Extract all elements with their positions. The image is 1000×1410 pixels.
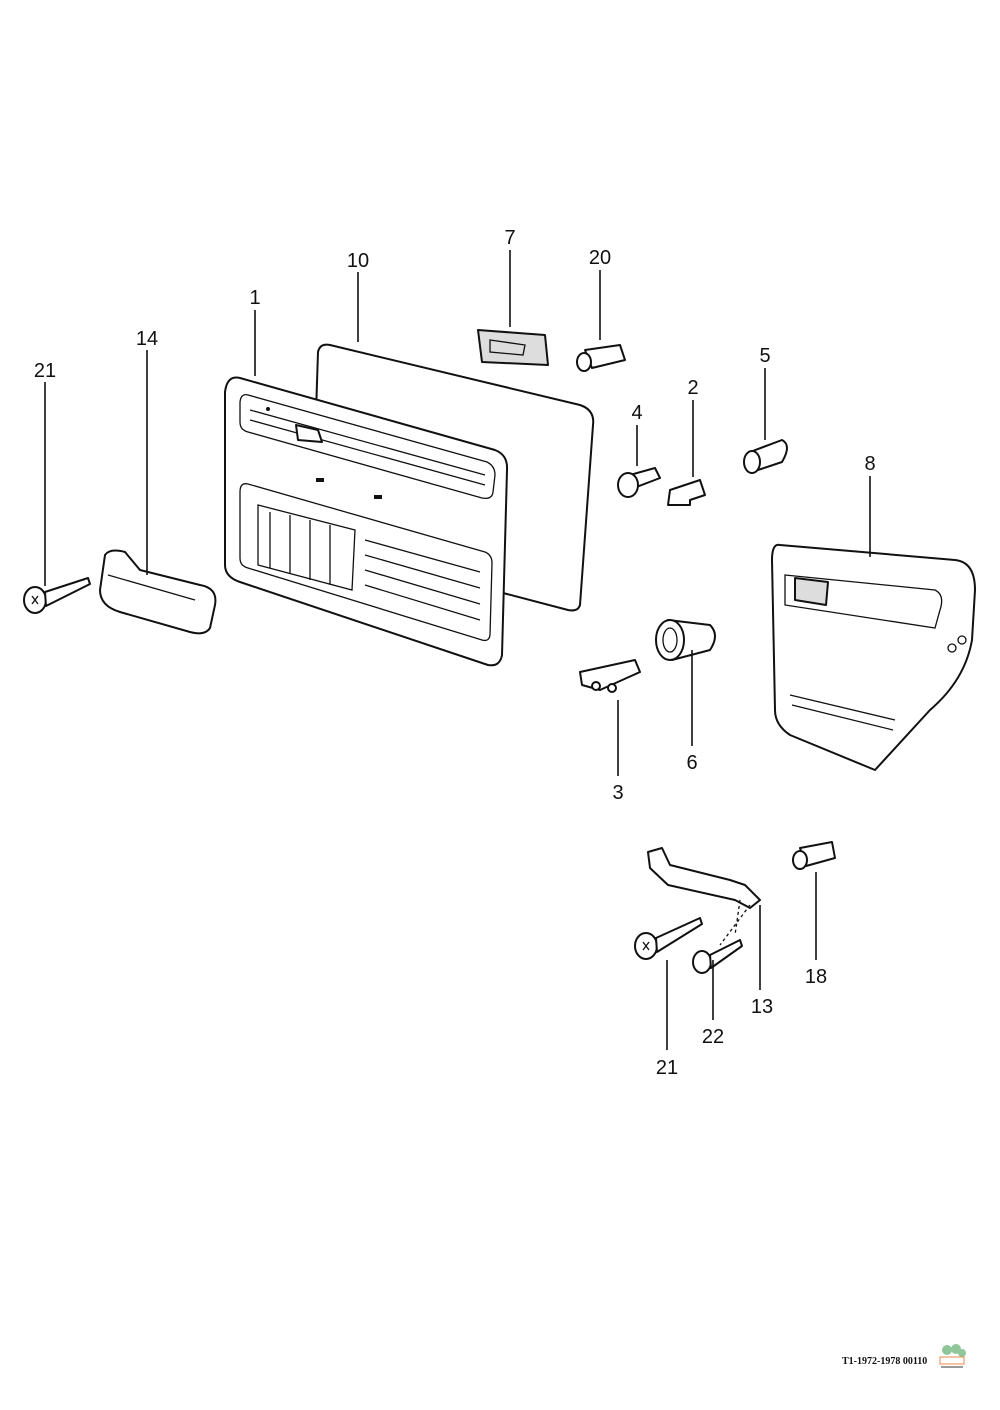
leader-lines [44,250,871,1050]
callout-18: 18 [805,966,827,988]
callout-4: 4 [631,402,642,424]
callout-21-lower: 21 [656,1057,678,1079]
callout-5: 5 [759,345,770,367]
part-21-screw [23,577,91,614]
part-21-screw-lower [634,917,703,960]
part-3-lock-linkage [579,659,641,693]
callout-13: 13 [751,996,773,1018]
part-1-door-panel [224,376,509,667]
part-22-screw [692,939,743,974]
callout-10: 10 [347,250,369,272]
part-5-plug [743,439,788,474]
callout-3: 3 [612,782,623,804]
part-7-foam-block [477,329,549,366]
callout-14: 14 [136,328,158,350]
diagram-code: T1-1972-1978 00110 [842,1356,928,1367]
callout-20: 20 [589,247,611,269]
callout-7: 7 [504,227,515,249]
part-14-armrest-handle [99,549,217,635]
callout-8: 8 [864,453,875,475]
callout-22: 22 [702,1026,724,1048]
part-20-clip [576,344,626,372]
callout-21: 21 [34,360,56,382]
part-13-bracket [647,847,761,946]
brand-logo [939,1344,966,1368]
part-18-clip [792,841,836,870]
part-6-grommet [655,619,716,661]
callout-2: 2 [687,377,698,399]
callout-6: 6 [686,752,697,774]
part-2-clip [667,479,706,506]
part-4-pin [617,467,661,498]
callout-1: 1 [249,287,260,309]
part-8-rear-panel [771,543,976,771]
